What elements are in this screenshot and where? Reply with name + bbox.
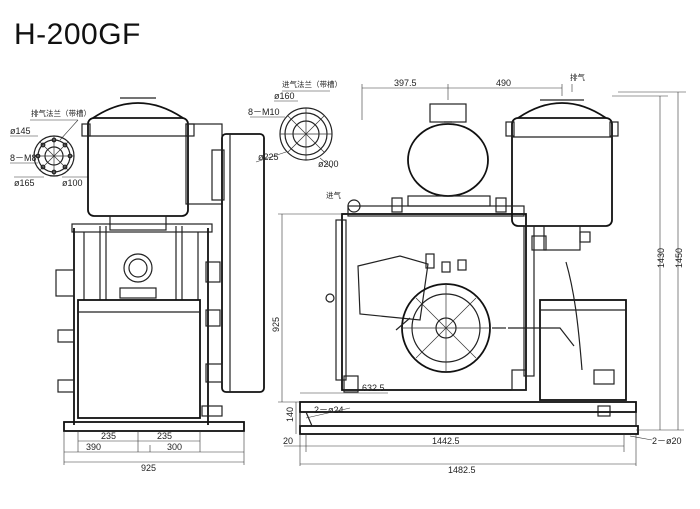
page-title: H-200GF xyxy=(14,18,141,51)
right-dimensions: 397.5 490 1430 1450 925 140 632.5 2－ø24 xyxy=(271,78,686,475)
d-200-label: ø200 xyxy=(318,159,339,169)
dim-925-right: 925 xyxy=(271,317,281,332)
left-view: 排气法兰（带槽） ø145 8－M8 ø165 ø100 xyxy=(10,97,265,473)
inlet-flange-label: 进气法兰（带槽） xyxy=(282,79,342,89)
dim-140: 140 xyxy=(285,407,295,422)
right-base xyxy=(299,401,639,435)
left-tank xyxy=(81,97,195,231)
oil-box xyxy=(508,261,627,417)
dim-1442-5: 1442.5 xyxy=(432,436,460,446)
bolts-label: 8－M8 xyxy=(10,153,37,163)
holes-20: 2－ø20 xyxy=(652,436,682,446)
dim-390: 390 xyxy=(86,442,101,452)
right-view: 进气法兰（带槽） ø160 8－M10 ø225 ø200 xyxy=(248,72,686,475)
d-bolt-circle-label: ø165 xyxy=(14,178,35,188)
dim-925-left: 925 xyxy=(141,463,156,473)
d-outer-label: ø145 xyxy=(10,126,31,136)
inlet-label: 进气 xyxy=(326,190,341,200)
dim-235-left: 235 xyxy=(101,431,116,441)
left-dimensions: 235 235 390 300 925 xyxy=(63,431,245,473)
d-160-label: ø160 xyxy=(274,91,295,101)
dim-490: 490 xyxy=(496,78,511,88)
dim-300: 300 xyxy=(167,442,182,452)
bolts-m10-label: 8－M10 xyxy=(248,107,280,117)
dim-397-5: 397.5 xyxy=(394,78,417,88)
exhaust-flange-detail: 排气法兰（带槽） ø145 8－M8 ø165 ø100 xyxy=(10,108,91,188)
pump-body xyxy=(325,199,535,393)
dim-632-5: 632.5 xyxy=(362,383,385,393)
dim-20: 20 xyxy=(283,436,293,446)
d-225-label: ø225 xyxy=(258,152,279,162)
dim-235-right: 235 xyxy=(157,431,172,441)
holes-24: 2－ø24 xyxy=(314,405,344,415)
d-inner-label: ø100 xyxy=(62,178,83,188)
dim-1450: 1450 xyxy=(674,248,684,268)
dim-1430: 1430 xyxy=(656,248,666,268)
left-motor xyxy=(185,123,265,393)
exhaust-label: 排气 xyxy=(570,72,585,82)
inlet-flange-detail: 进气法兰（带槽） ø160 8－M10 ø225 ø200 xyxy=(248,79,342,169)
left-base xyxy=(63,421,245,432)
dim-1482-5: 1482.5 xyxy=(448,465,476,475)
right-tank xyxy=(505,99,619,251)
right-motor xyxy=(391,103,507,213)
left-frame xyxy=(55,223,223,425)
exhaust-flange-label: 排气法兰（带槽） xyxy=(31,108,91,118)
